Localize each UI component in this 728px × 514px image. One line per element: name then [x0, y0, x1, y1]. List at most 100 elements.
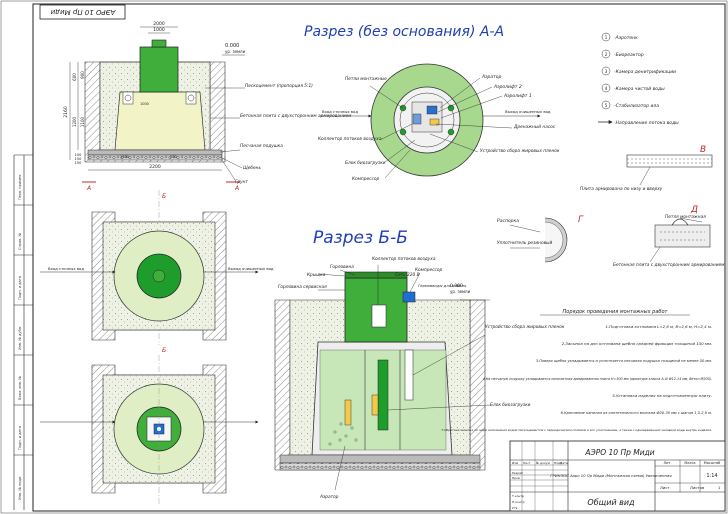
- aa-bio-block: Блок биозагрузки: [345, 160, 386, 166]
- dim-150b: 150: [75, 161, 82, 165]
- detail-mount-loop: Петля монтажная: [665, 214, 706, 220]
- detail-letter-v: В: [700, 145, 706, 155]
- plan1-outlet-label: Выход очищенных вод: [228, 266, 274, 271]
- title-sheets-label: Листов: [690, 485, 705, 490]
- section-letter-b1: Б: [162, 193, 166, 200]
- install-step: 3.Поверх щебня укладывается и уплотняетс…: [536, 359, 712, 363]
- aa-inlet: Вход сточных вод: [322, 109, 358, 114]
- legend-text: -Камера денитрификации: [614, 69, 676, 75]
- section-bb: Разрез Б-Б 0.000 ур. земли: [274, 228, 565, 500]
- legend-num: 1: [605, 35, 608, 40]
- title-sheet-label: Лист: [660, 485, 670, 490]
- title-block: АЭРО 10 Пр Миди ГРИНЛОС Аэро 10 Пр Миди …: [509, 440, 726, 512]
- legend-num: 4: [605, 86, 608, 91]
- section-letter-b2: Б: [162, 347, 166, 354]
- bb-lid: Крышка: [307, 272, 326, 278]
- aa-airlift2: Аэролифт 2: [493, 84, 522, 90]
- dim-1000: 1000: [153, 27, 165, 33]
- detail-g: Г Распорка Уплотнитель резиновый: [497, 215, 584, 263]
- title-lit-header: Лит: [664, 461, 671, 465]
- legend-text: -Биореактор: [614, 52, 644, 58]
- title-scale: 1:14: [706, 473, 717, 479]
- detail-spacer: Распорка: [497, 218, 519, 224]
- bb-level-sub: ур. земли: [450, 289, 471, 294]
- dim-200: 200: [170, 155, 177, 159]
- section-aa-title: Разрез (без основания) А-А: [304, 24, 504, 40]
- title-role: Разраб: [512, 471, 523, 475]
- callout-sand-cushion: Песчаная подушка: [240, 143, 283, 149]
- side-strip-label: Взам. инв. №: [18, 376, 22, 400]
- callout-gravel: Щебень: [243, 165, 261, 171]
- plan-view-2: [40, 355, 259, 505]
- detail-v: В Плита армирована по низу и вверху: [580, 145, 713, 192]
- aa-collector: Коллектор потоков воздуха: [318, 136, 382, 142]
- side-strip-label: Подп. и дата: [18, 426, 22, 450]
- install-step: 1.Подготовка котлована L=2,6 м, В=2,6 м,…: [605, 324, 712, 329]
- side-strip-label: Инв. № подл.: [18, 476, 22, 500]
- legend-text: -Направление потока воды: [614, 120, 679, 126]
- title-view: Общий вид: [587, 498, 635, 507]
- callout-soil: Грунт: [235, 179, 248, 185]
- install-step: 5.Установка изделия на подготовленную пл…: [612, 393, 712, 398]
- bb-bio-block: Блок биозагрузки: [490, 402, 531, 408]
- bb-collector: Коллектор потоков воздуха: [372, 256, 436, 262]
- bb-network: Сеть 220 В: [395, 272, 420, 278]
- aa-fat-device: Устройство сбора жировых пленок: [480, 148, 560, 154]
- bb-compressor: Компрессор: [415, 267, 442, 273]
- dim-1100: 1100: [80, 116, 85, 127]
- install-step: 7.Обратная засыпка по мере наполнения во…: [441, 428, 712, 432]
- bb-aerator: Аэратор: [319, 494, 339, 500]
- level-ground: ур. земли: [225, 49, 246, 54]
- legend-num: 2: [605, 52, 608, 57]
- corner-stamp-text: АЭРО 10 Пр Миди: [50, 8, 116, 16]
- aa-compressor: Компрессор: [352, 176, 379, 182]
- dim-2000: 2000: [153, 21, 165, 27]
- title-row-label: Изм: [512, 461, 518, 465]
- dim-2160: 2160: [63, 106, 69, 118]
- title-desc: ГРИНЛОС Аэро 10 Пр Миди (Монтажная схема…: [550, 473, 672, 478]
- side-strip-label: Инв. № дубл.: [18, 326, 22, 350]
- install-step: 2.Засыпка на дно котлована щебня средней…: [562, 341, 712, 346]
- title-row-label: Дата: [560, 461, 568, 465]
- legend-text: -Аэротенк: [614, 35, 638, 41]
- title-role: Т.контр: [511, 494, 524, 498]
- detail-plate-reinforced: Плита армирована по низу и вверху: [580, 186, 663, 192]
- corner-stamp: АЭРО 10 Пр Миди: [39, 4, 126, 20]
- legend-num: 3: [605, 69, 608, 74]
- side-strip-label: Справ. №: [18, 233, 22, 250]
- elevation-view: 2000 1000 2160 600 1200 900 1100 100 150…: [63, 21, 352, 192]
- callout-sand-cement: Пескоцемент (пропорция 5:1): [245, 83, 313, 89]
- side-strip-label: Подп. и дата: [18, 276, 22, 300]
- detail-d: Д Петля монтажная Бетонная плита с двухс…: [613, 205, 725, 268]
- side-strip: Инв. № подл. Подп. и дата Взам. инв. № И…: [13, 154, 33, 510]
- dim-1200: 1200: [72, 116, 77, 127]
- plan1-inlet-label: Вход сточных вод: [48, 266, 84, 271]
- sheet-frame: [32, 3, 726, 512]
- title-mass-header: Масса: [684, 461, 695, 465]
- aa-aerator: Аэратор: [481, 74, 502, 80]
- bb-hermetic: Гермовводы для кабеля: [418, 283, 467, 288]
- aa-drain-pump: Дренажный насос: [513, 124, 556, 130]
- legend: 1 -Аэротенк 2 -Биореактор 3 -Камера дени…: [598, 32, 679, 126]
- dim-2200: 2200: [149, 164, 161, 170]
- title-name: АЭРО 10 Пр Миди: [584, 448, 654, 457]
- title-row-label: Подп: [554, 461, 562, 465]
- dim-1000b: 1000: [140, 102, 149, 106]
- bb-level: 0.000: [450, 283, 463, 289]
- install-steps: Порядок проведения монтажных работ 1.Под…: [441, 309, 712, 432]
- title-scale-header: Масштаб: [704, 461, 721, 465]
- install-title: Порядок проведения монтажных работ: [563, 309, 669, 315]
- section-aa: Разрез (без основания) А-А Вход сточных …: [304, 24, 560, 182]
- dim-900: 900: [80, 71, 85, 79]
- detail-letter-d: Д: [690, 205, 698, 215]
- section-bb-title: Разрез Б-Б: [313, 228, 408, 248]
- dim-1300: 1300: [120, 155, 129, 159]
- install-step: 4.На песчаную подушку укладывается монол…: [483, 377, 712, 381]
- title-row-label: Лист: [523, 461, 531, 465]
- aa-loops: Петли монтажные: [345, 76, 387, 82]
- legend-text: -Стабилизатор ила: [614, 103, 659, 109]
- title-sheets-value: 1: [718, 485, 721, 490]
- install-step: 6.Крепление канатом из синтетического во…: [561, 411, 712, 415]
- bb-neck-hatch: Горловина сервисная: [278, 284, 327, 290]
